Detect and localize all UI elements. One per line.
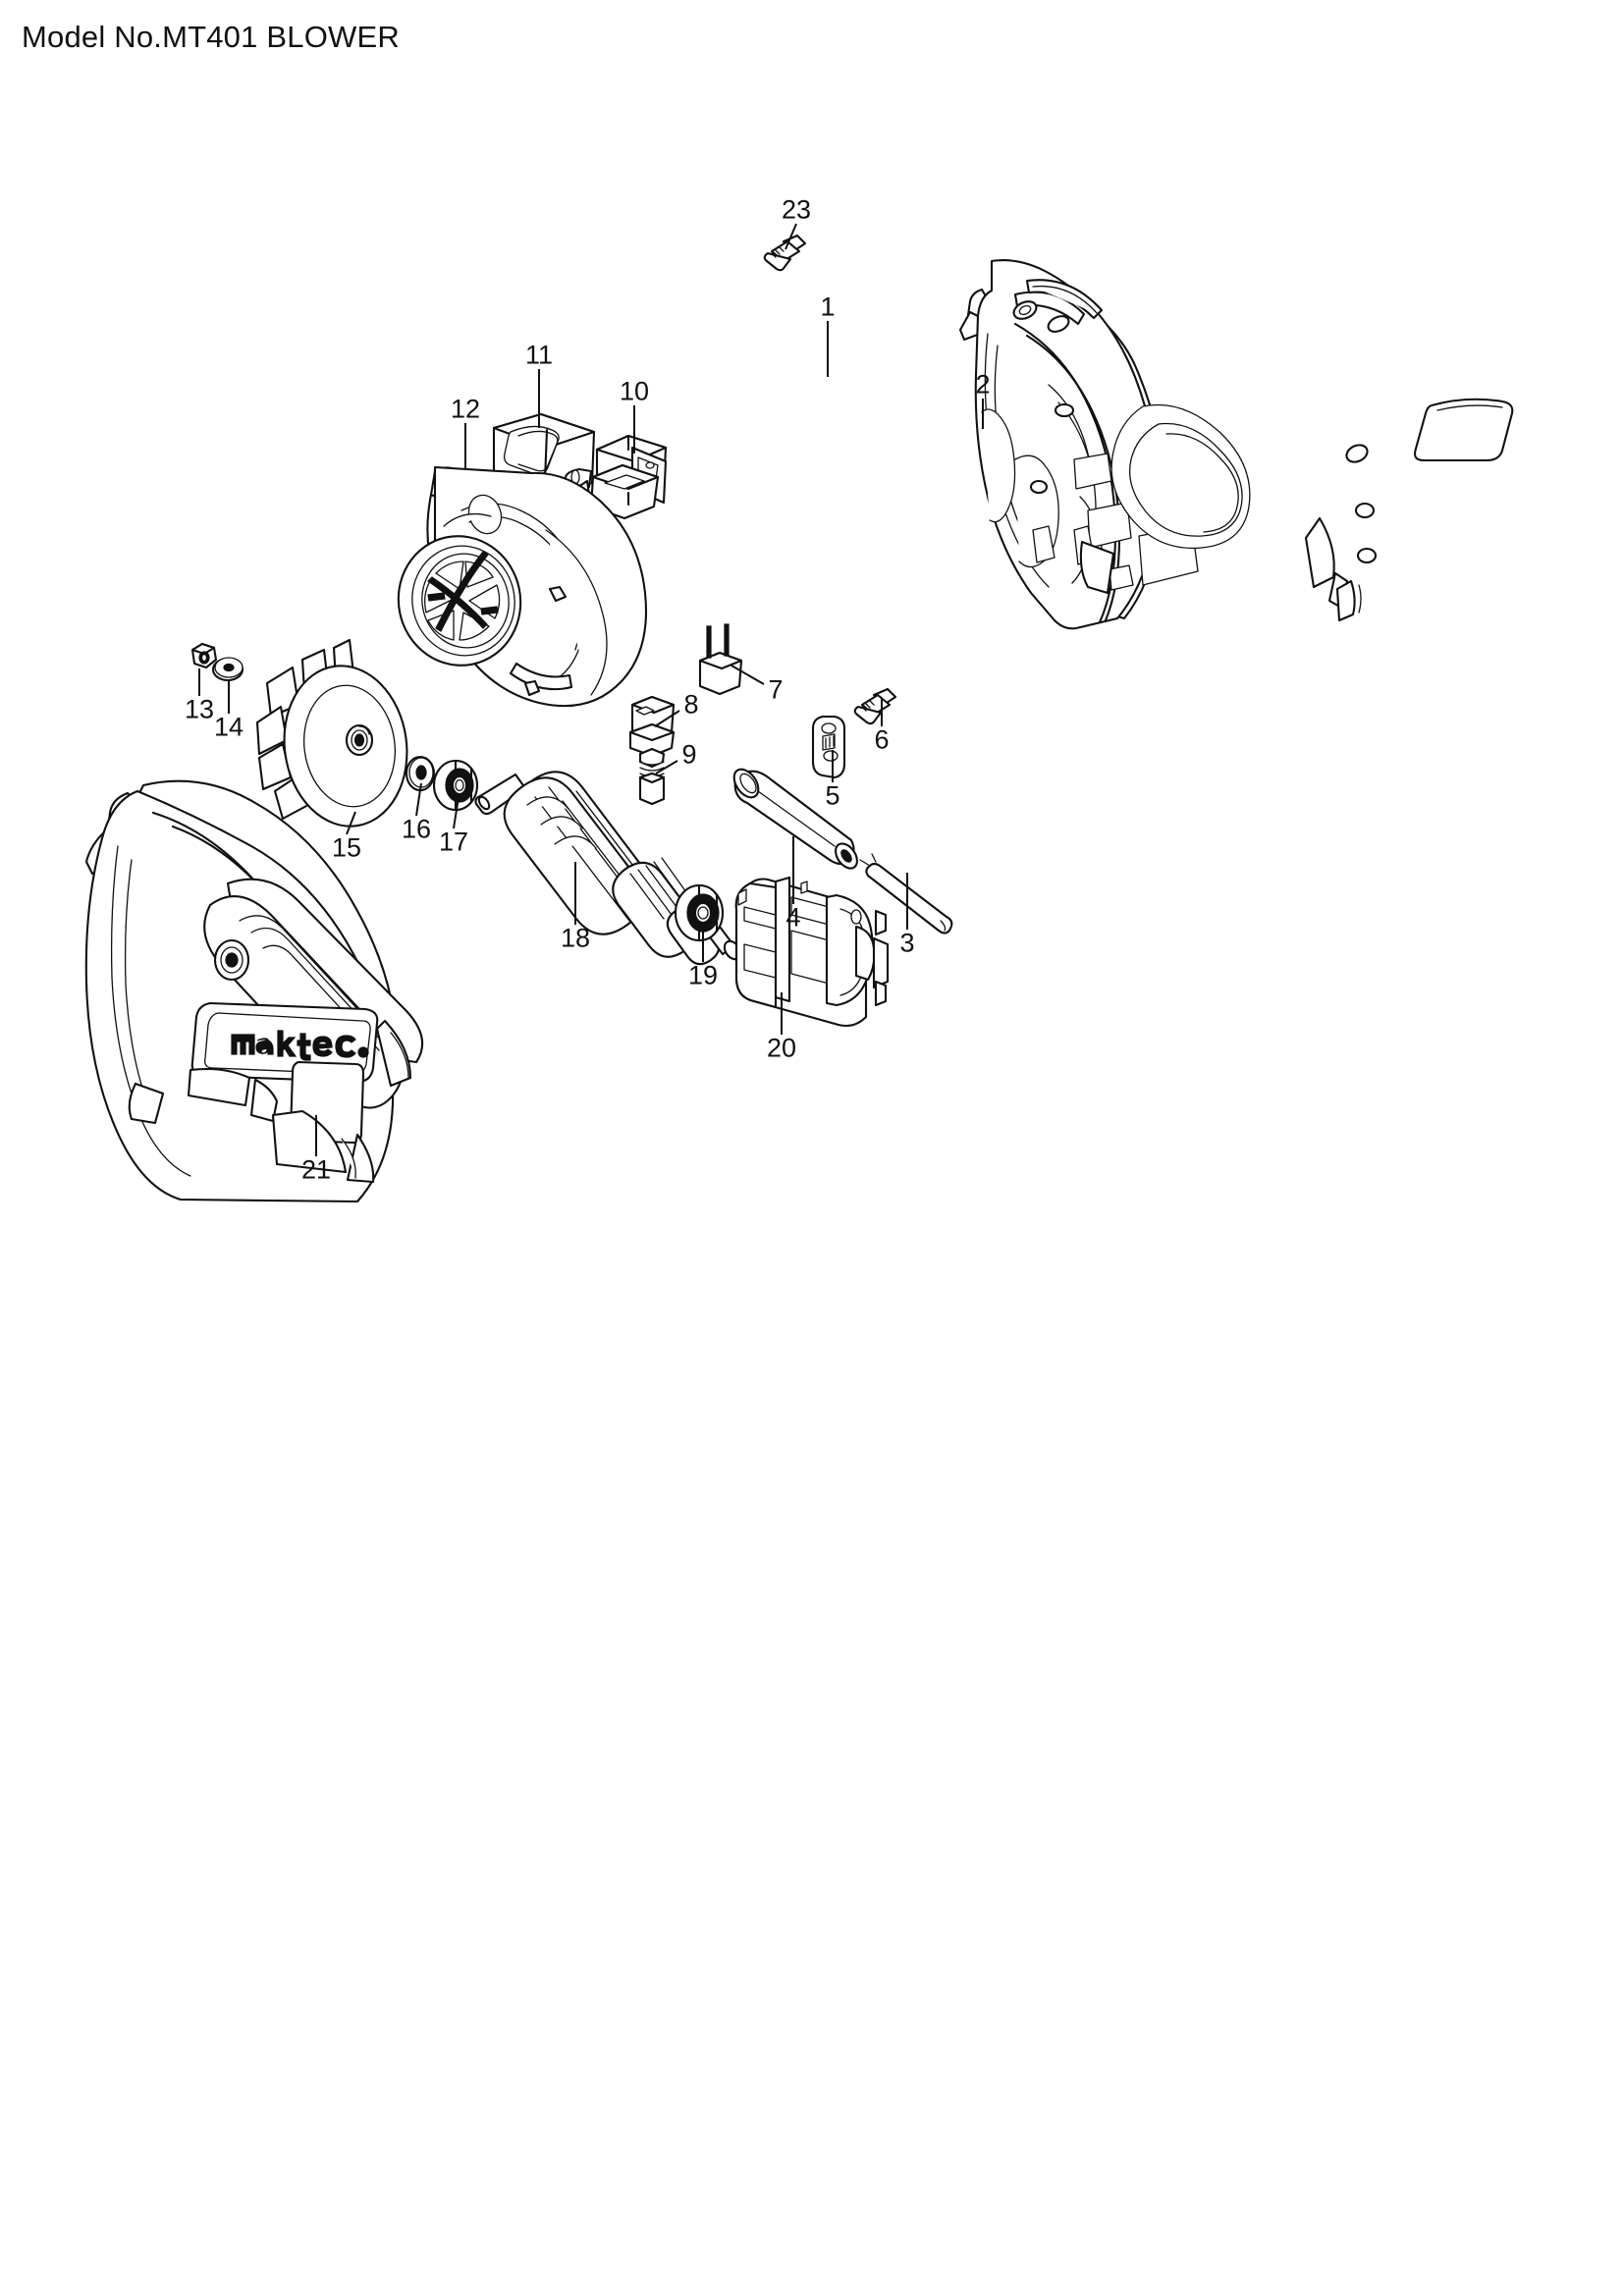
callout-15: 15 <box>331 832 362 863</box>
part-6-screw <box>853 687 897 725</box>
callout-1: 1 <box>820 292 836 322</box>
callout-5: 5 <box>825 780 840 811</box>
part-13-nut <box>190 642 218 669</box>
part-3-power-cord <box>859 853 953 934</box>
part-5-cord-clamp <box>811 715 846 779</box>
part-23-screw <box>763 234 807 272</box>
callout-4: 4 <box>785 902 801 933</box>
part-12-fan-housing <box>397 465 648 708</box>
part-1-housing-half <box>958 259 1378 630</box>
part-2-nameplate <box>1413 398 1514 462</box>
callout-8: 8 <box>683 689 699 720</box>
part-8-connector <box>628 695 676 758</box>
callout-16: 16 <box>401 814 432 844</box>
callout-19: 19 <box>687 960 719 990</box>
callout-21: 21 <box>300 1154 332 1185</box>
callout-6: 6 <box>874 724 890 755</box>
callout-18: 18 <box>560 923 591 953</box>
part-15-fan <box>255 638 408 828</box>
callout-20: 20 <box>766 1033 797 1063</box>
brand-badge <box>190 1001 379 1084</box>
part-16-ring <box>405 755 436 792</box>
part-9-carbon-brush <box>638 747 666 806</box>
page-title: Model No.MT401 BLOWER <box>22 20 400 54</box>
callout-13: 13 <box>184 694 215 724</box>
part-12-grille <box>397 535 522 667</box>
callout-12: 12 <box>450 394 481 424</box>
callout-2: 2 <box>975 369 991 400</box>
callout-23: 23 <box>781 194 812 225</box>
part-7-terminal <box>698 623 743 696</box>
callout-9: 9 <box>681 739 697 770</box>
part-10-switch <box>564 434 668 520</box>
part-4-rubber-sleeve <box>732 768 858 870</box>
callout-3: 3 <box>899 928 915 958</box>
part-19-ball-bearing <box>674 883 725 942</box>
callout-11: 11 <box>524 340 554 370</box>
part-14-washer <box>211 657 244 682</box>
callout-7: 7 <box>768 674 784 705</box>
callout-17: 17 <box>438 827 469 857</box>
callout-14: 14 <box>213 712 244 742</box>
callout-10: 10 <box>619 376 650 406</box>
leader-lines <box>198 223 984 1156</box>
part-17-ball-bearing <box>432 759 479 812</box>
part-21-main-body <box>84 779 424 1203</box>
part-20-field-stator <box>734 876 890 1028</box>
